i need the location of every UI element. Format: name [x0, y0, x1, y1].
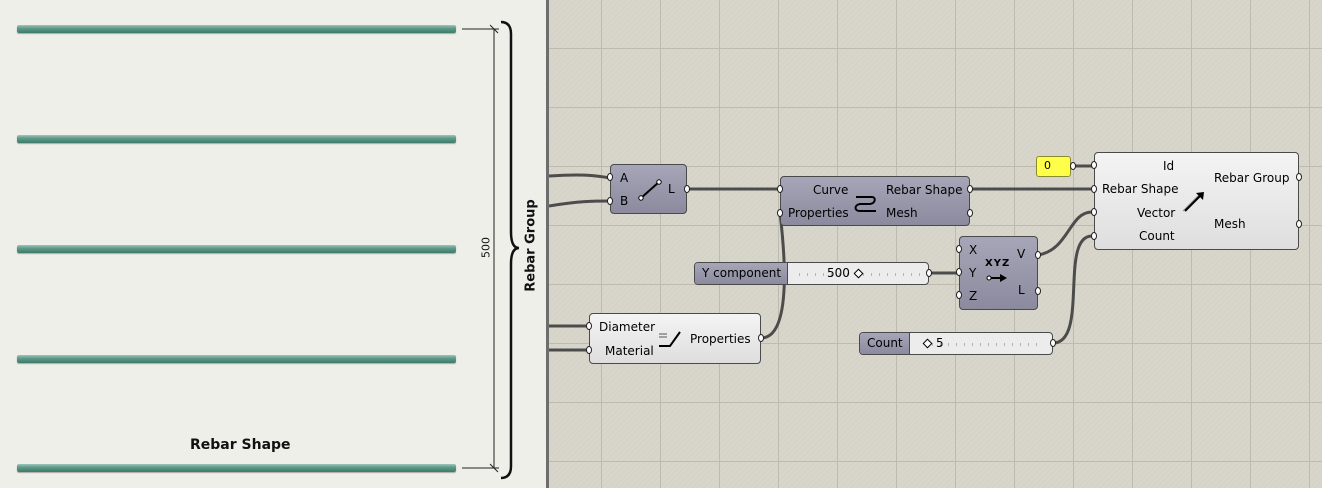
- vector-input-z[interactable]: Z: [969, 289, 978, 303]
- rebar-4: [17, 355, 456, 363]
- rebar-group-input-id[interactable]: Id: [1163, 159, 1175, 173]
- rhino-viewport[interactable]: 500 Rebar Group Rebar Shape: [0, 0, 546, 488]
- rebar-shape-mesh-grip[interactable]: [967, 209, 973, 217]
- vector-xyz-icon: XYZ: [985, 258, 1011, 269]
- vector-v-grip[interactable]: [1035, 251, 1041, 259]
- wires: [549, 164, 1093, 352]
- properties-input-diameter[interactable]: Diameter: [599, 320, 656, 334]
- vector-xyz-node[interactable]: X Y Z V L XYZ: [959, 236, 1038, 310]
- rebar-2: [17, 135, 456, 143]
- count-output-grip[interactable]: [1050, 339, 1056, 347]
- count-slider-track[interactable]: [932, 343, 1042, 346]
- id-panel[interactable]: 0: [1036, 156, 1071, 177]
- y-component-slider-label-box: [695, 263, 788, 284]
- properties-input-material[interactable]: Material: [605, 344, 654, 358]
- rebar-group-input-shape[interactable]: Rebar Shape: [1102, 182, 1179, 196]
- line-output-l[interactable]: L: [668, 182, 675, 196]
- shape-label: Rebar Shape: [190, 437, 291, 453]
- vector-input-x[interactable]: X: [969, 243, 978, 257]
- vector-y-grip[interactable]: [956, 268, 962, 276]
- grasshopper-canvas[interactable]: A B L Curve Properties Rebar Shape Mesh …: [549, 0, 1322, 488]
- y-component-output-grip[interactable]: [926, 269, 932, 277]
- y-component-slider[interactable]: Y component 500: [694, 262, 929, 285]
- rebar-shape-icon: [854, 196, 876, 212]
- brace-icon: [500, 20, 520, 480]
- rebar-shape-input-curve[interactable]: Curve: [813, 183, 849, 197]
- count-slider-label: Count: [867, 336, 903, 350]
- properties-output[interactable]: Properties: [690, 332, 751, 346]
- line-input-b-grip[interactable]: [607, 197, 613, 205]
- dimension-annotation: [462, 20, 520, 480]
- count-slider[interactable]: Count 5: [859, 332, 1053, 355]
- rebar-shape-node[interactable]: Curve Properties Rebar Shape Mesh: [780, 176, 970, 226]
- rebar-group-input-count[interactable]: Count: [1139, 229, 1175, 243]
- rebar-group-count-grip[interactable]: [1091, 232, 1097, 240]
- rebar-group-node[interactable]: Id Rebar Shape Vector Count Rebar Group …: [1094, 152, 1299, 250]
- properties-icon: [659, 331, 681, 347]
- vector-l-grip[interactable]: [1035, 287, 1041, 295]
- rebar-group-input-vector[interactable]: Vector: [1137, 206, 1176, 220]
- rebar-3: [17, 245, 456, 253]
- vector-output-l[interactable]: L: [1018, 283, 1025, 297]
- line-input-b[interactable]: B: [620, 194, 629, 208]
- y-component-slider-value: 500: [827, 266, 850, 280]
- y-component-slider-handle-icon[interactable]: [853, 268, 864, 279]
- line-input-a[interactable]: A: [620, 171, 629, 185]
- count-slider-handle-icon[interactable]: [922, 338, 933, 349]
- rebar-shape-output-grip[interactable]: [967, 185, 973, 193]
- rebar-group-output-mesh[interactable]: Mesh: [1214, 217, 1246, 231]
- properties-diameter-grip[interactable]: [586, 322, 592, 330]
- dimension-label: 500: [479, 237, 493, 258]
- vector-output-v[interactable]: V: [1017, 247, 1026, 261]
- line-node[interactable]: A B L: [610, 164, 687, 214]
- rebar-shape-properties-grip[interactable]: [777, 209, 783, 217]
- count-slider-value: 5: [936, 336, 944, 350]
- rebar-shape-output-shape[interactable]: Rebar Shape: [886, 183, 963, 197]
- rebar-shape-output-mesh[interactable]: Mesh: [886, 206, 918, 220]
- properties-material-grip[interactable]: [586, 346, 592, 354]
- count-slider-label-box: [860, 333, 910, 354]
- y-component-slider-label: Y component: [702, 266, 782, 280]
- rebar-group-icon: [1182, 192, 1204, 212]
- vector-z-grip[interactable]: [956, 291, 962, 299]
- rebar-1: [17, 25, 456, 33]
- rebar-group-mesh-grip[interactable]: [1296, 220, 1302, 228]
- rebar-group-id-grip[interactable]: [1091, 161, 1097, 169]
- rebar-group-output-group[interactable]: Rebar Group: [1214, 171, 1290, 185]
- rebar-shape-curve-grip[interactable]: [777, 185, 783, 193]
- vector-input-y[interactable]: Y: [969, 266, 977, 280]
- vector-x-grip[interactable]: [956, 245, 962, 253]
- properties-output-grip[interactable]: [758, 334, 764, 342]
- rebar-group-output-grip[interactable]: [1296, 173, 1302, 181]
- rebar-group-shape-grip[interactable]: [1091, 185, 1097, 193]
- properties-node[interactable]: Diameter Material Properties: [589, 313, 761, 364]
- rebar-shape-input-properties[interactable]: Properties: [788, 206, 849, 220]
- vector-arrow-icon: [986, 274, 1007, 282]
- line-icon: [638, 179, 662, 201]
- line-input-a-grip[interactable]: [607, 173, 613, 181]
- id-panel-value[interactable]: 0: [1044, 159, 1051, 172]
- rebar-group-vector-grip[interactable]: [1091, 208, 1097, 216]
- rebar-5: [17, 464, 456, 472]
- viewport-divider[interactable]: [546, 0, 549, 488]
- group-label: Rebar Group: [523, 199, 539, 292]
- id-panel-output-grip[interactable]: [1070, 162, 1076, 170]
- line-output-grip[interactable]: [684, 185, 690, 193]
